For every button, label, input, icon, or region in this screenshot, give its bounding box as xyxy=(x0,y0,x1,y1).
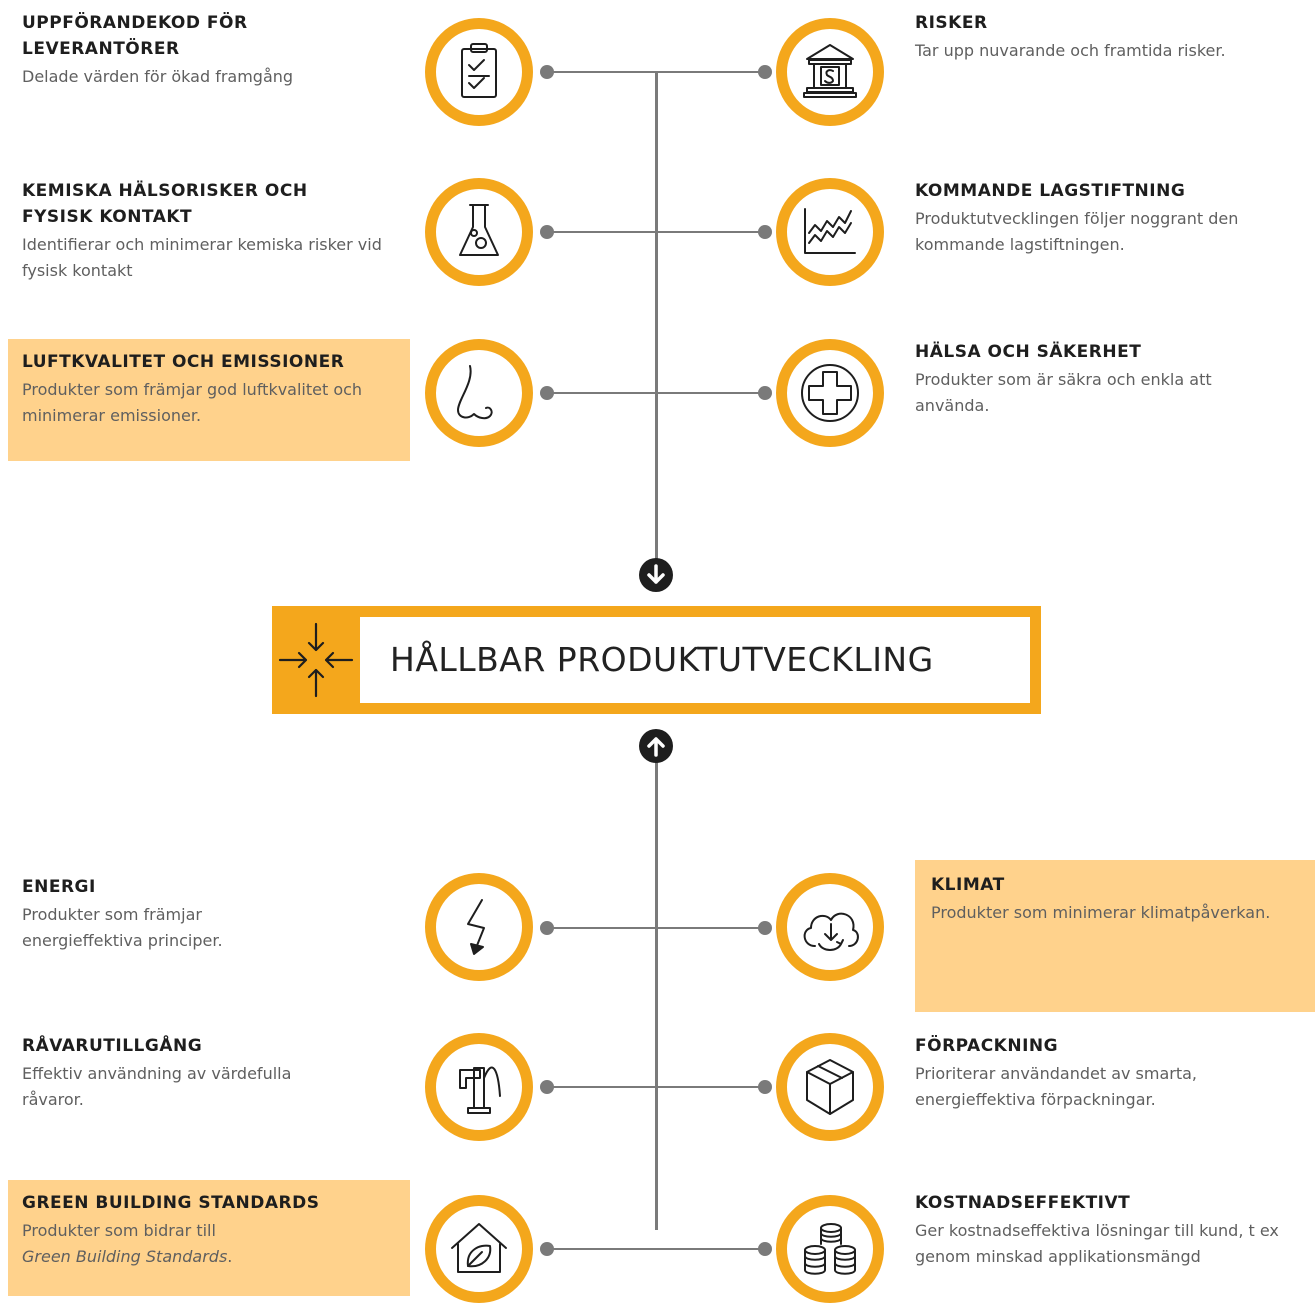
item-title: GREEN BUILDING STANDARDS xyxy=(22,1193,320,1213)
item-description: Produkter som är säkra och enkla att anv… xyxy=(915,370,1212,415)
item-description: Produkter som minimerar klimatpåverkan. xyxy=(931,903,1271,922)
item-description-end: . xyxy=(227,1247,233,1266)
item-title: KEMISKA HÄLSORISKER OCH FYSISK KONTAKT xyxy=(22,181,308,227)
connector-dot xyxy=(758,921,772,935)
item-description: Produktutvecklingen följer noggrant den … xyxy=(915,209,1239,254)
item-title: KOMMANDE LAGSTIFTNING xyxy=(915,181,1186,201)
item-description-italic: Green Building Standards xyxy=(22,1247,228,1266)
item-title: FÖRPACKNING xyxy=(915,1036,1059,1056)
item-title: KLIMAT xyxy=(931,875,1005,895)
item-forpackning: FÖRPACKNING Prioriterar användandet av s… xyxy=(915,1033,1255,1113)
item-title: RISKER xyxy=(915,13,988,33)
branch-row5 xyxy=(547,1086,765,1088)
item-description: Identifierar och minimerar kemiska riske… xyxy=(22,235,382,280)
arrow-up-icon xyxy=(639,729,673,763)
branch-row6 xyxy=(547,1248,765,1250)
item-kommande-lagstiftning: KOMMANDE LAGSTIFTNING Produktutvecklinge… xyxy=(915,178,1255,258)
center-banner: HÅLLBAR PRODUKTUTVECKLING xyxy=(272,606,1041,714)
item-title: RÅVARUTILLGÅNG xyxy=(22,1036,203,1056)
item-energi: ENERGI Produkter som främjar energieffek… xyxy=(22,874,282,954)
connector-dot xyxy=(758,386,772,400)
item-description: Prioriterar användandet av smarta, energ… xyxy=(915,1064,1198,1109)
item-risker: RISKER Tar upp nuvarande och framtida ri… xyxy=(915,10,1315,64)
item-description-text: Produkter som bidrar till xyxy=(22,1221,216,1240)
bottom-trunk-line xyxy=(655,760,658,1230)
connector-dot xyxy=(540,1242,554,1256)
connector-dot xyxy=(540,386,554,400)
item-green-building: GREEN BUILDING STANDARDS Produkter som b… xyxy=(8,1180,410,1296)
connector-dot xyxy=(540,65,554,79)
connector-dot xyxy=(540,225,554,239)
connector-dot xyxy=(758,225,772,239)
item-description: Produkter som bidrar till Green Building… xyxy=(22,1218,392,1270)
item-title: LUFTKVALITET OCH EMISSIONER xyxy=(22,352,345,372)
box-icon xyxy=(776,1033,884,1141)
item-title: HÄLSA OCH SÄKERHET xyxy=(915,342,1142,362)
bank-icon xyxy=(776,18,884,126)
branch-row4 xyxy=(547,927,765,929)
item-ravarutillgang: RÅVARUTILLGÅNG Effektiv användning av vä… xyxy=(22,1033,352,1113)
item-description: Produkter som främjar energieffektiva pr… xyxy=(22,905,223,950)
leaf-house-icon xyxy=(425,1195,533,1303)
water-pump-icon xyxy=(425,1033,533,1141)
connector-dot xyxy=(758,1080,772,1094)
branch-row3 xyxy=(547,392,765,394)
trend-chart-icon xyxy=(776,178,884,286)
arrow-down-icon xyxy=(639,558,673,592)
flask-icon xyxy=(425,178,533,286)
branch-row2 xyxy=(547,231,765,233)
lightning-icon xyxy=(425,873,533,981)
item-title: UPPFÖRANDEKOD FÖR LEVERANTÖRER xyxy=(22,13,248,59)
connector-dot xyxy=(540,921,554,935)
connector-dot xyxy=(758,65,772,79)
cloud-cycle-icon xyxy=(776,873,884,981)
coin-stacks-icon xyxy=(776,1195,884,1303)
item-description: Effektiv användning av värdefulla råvaro… xyxy=(22,1064,292,1109)
item-description: Tar upp nuvarande och framtida risker. xyxy=(915,41,1226,60)
item-uppforandekod: UPPFÖRANDEKOD FÖR LEVERANTÖRER Delade vä… xyxy=(22,10,352,90)
item-title: KOSTNADSEFFEKTIVT xyxy=(915,1193,1131,1213)
item-kemiska: KEMISKA HÄLSORISKER OCH FYSISK KONTAKT I… xyxy=(22,178,392,284)
item-luftkvalitet: LUFTKVALITET OCH EMISSIONER Produkter so… xyxy=(8,339,410,461)
top-trunk-line xyxy=(655,71,658,561)
item-title: ENERGI xyxy=(22,877,96,897)
connector-dot xyxy=(540,1080,554,1094)
connector-dot xyxy=(758,1242,772,1256)
converge-arrows-icon xyxy=(278,622,354,698)
item-klimat: KLIMAT Produkter som minimerar klimatpåv… xyxy=(915,860,1315,1012)
clipboard-check-icon xyxy=(425,18,533,126)
item-description: Ger kostnadseffektiva lösningar till kun… xyxy=(915,1221,1279,1266)
item-halsa-sakerhet: HÄLSA OCH SÄKERHET Produkter som är säkr… xyxy=(915,339,1245,419)
branch-row1 xyxy=(547,71,765,73)
item-description: Delade värden för ökad framgång xyxy=(22,67,294,86)
medical-cross-icon xyxy=(776,339,884,447)
item-description: Produkter som främjar god luftkvalitet o… xyxy=(22,380,363,425)
nose-icon xyxy=(425,339,533,447)
center-title: HÅLLBAR PRODUKTUTVECKLING xyxy=(390,640,934,679)
item-kostnadseffektivt: KOSTNADSEFFEKTIVT Ger kostnadseffektiva … xyxy=(915,1190,1295,1270)
